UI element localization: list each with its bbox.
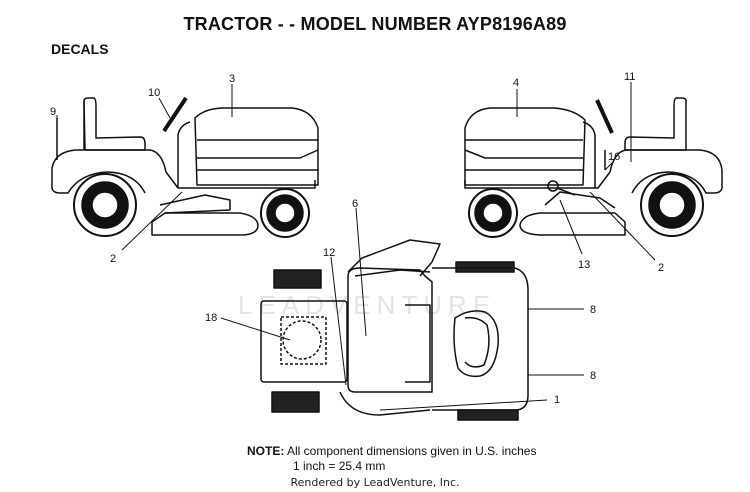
callout-2-left: 2: [110, 253, 116, 265]
note-line-2: 1 inch = 25.4 mm: [293, 459, 386, 473]
note-label: NOTE:: [247, 444, 285, 458]
callout-4: 4: [513, 77, 519, 89]
note-line-1: All component dimensions given in U.S. i…: [287, 444, 537, 458]
callout-2-right: 2: [658, 262, 664, 274]
callout-6: 6: [352, 198, 358, 210]
callout-13: 13: [578, 259, 590, 271]
callout-12: 12: [323, 247, 335, 259]
footer-credit: Rendered by LeadVenture, Inc.: [290, 476, 460, 489]
tractor-left-side-view: [51, 96, 319, 238]
callout-1: 1: [554, 394, 560, 406]
callout-18: 18: [205, 312, 217, 324]
callout-8-top: 8: [590, 304, 596, 316]
callout-16: 16: [608, 151, 620, 163]
section-heading: DECALS: [51, 41, 109, 57]
leader-lines: [56, 82, 656, 411]
callout-3: 3: [229, 73, 235, 85]
tractor-top-view: [260, 239, 529, 421]
note-block: NOTE: All component dimensions given in …: [247, 444, 536, 458]
callout-10: 10: [148, 87, 160, 99]
callout-9: 9: [50, 106, 56, 118]
tractor-right-side-view: [464, 97, 723, 238]
page-title: TRACTOR - - MODEL NUMBER AYP8196A89: [183, 14, 567, 34]
callout-8-bottom: 8: [590, 370, 596, 382]
callout-11: 11: [624, 71, 635, 83]
